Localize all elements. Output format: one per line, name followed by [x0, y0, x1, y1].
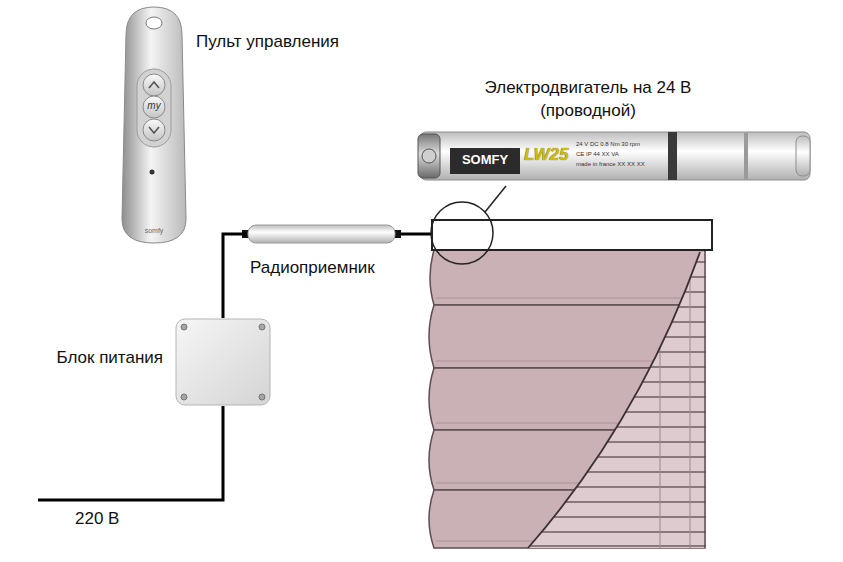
- spec-text: made in france XX XX XX: [576, 161, 645, 168]
- logo-block: [450, 148, 520, 174]
- mains-wire: [38, 406, 223, 500]
- screw: [259, 324, 265, 330]
- part-label: Блок питания: [28, 348, 163, 368]
- button-label: my: [140, 100, 168, 112]
- node-shape: [118, 5, 190, 245]
- voltage-label: 220 В: [75, 509, 119, 529]
- cut-line: [528, 252, 700, 548]
- receiver-body: [248, 225, 395, 243]
- brand-mark: somfy: [132, 227, 176, 235]
- down-arrow: [149, 127, 159, 133]
- supply-box: [176, 319, 270, 405]
- remote-control: Пульт управленияmysomfy: [118, 5, 190, 245]
- wire: [223, 234, 248, 318]
- callout-circle: [431, 202, 493, 264]
- motor-band: [668, 132, 677, 180]
- plug: [395, 230, 401, 238]
- spec-text: CE IP 44 XX VA: [576, 151, 619, 158]
- motor: Электродвигатель на 24 В (проводной)SOMF…: [418, 128, 812, 184]
- blind-edge: [704, 250, 706, 548]
- lanyard-hole: [146, 17, 162, 29]
- motor-band: [744, 133, 748, 179]
- button-panel: [137, 69, 171, 147]
- remote-body: [122, 7, 186, 243]
- node-shape: [248, 224, 395, 244]
- spec-text: 24 V DC 0.8 Nm 30 rpm: [576, 141, 640, 148]
- leader-line: [485, 186, 506, 212]
- radio-receiver: Радиоприемник: [248, 224, 395, 244]
- led: [150, 170, 155, 175]
- part-label: Радиоприемник: [250, 258, 375, 278]
- part-label: Электродвигатель на 24 В (проводной): [473, 76, 703, 122]
- part-label: Пульт управления: [196, 32, 339, 52]
- power-supply: Блок питания: [175, 318, 271, 406]
- screw: [181, 394, 187, 400]
- headrail: [432, 220, 712, 250]
- motor-cap: [418, 134, 440, 178]
- remote-button: [143, 74, 165, 96]
- model-name: LW25: [524, 145, 568, 165]
- motor-end: [796, 136, 810, 176]
- blind-slats: [500, 250, 706, 550]
- brand-logo: SOMFY: [450, 152, 520, 168]
- up-arrow: [149, 82, 159, 88]
- remote-button: [143, 119, 165, 141]
- node-shape: [175, 318, 271, 406]
- motor-cap-hub: [422, 149, 436, 163]
- screw: [259, 394, 265, 400]
- screw: [181, 324, 187, 330]
- motor-tube: [420, 132, 810, 180]
